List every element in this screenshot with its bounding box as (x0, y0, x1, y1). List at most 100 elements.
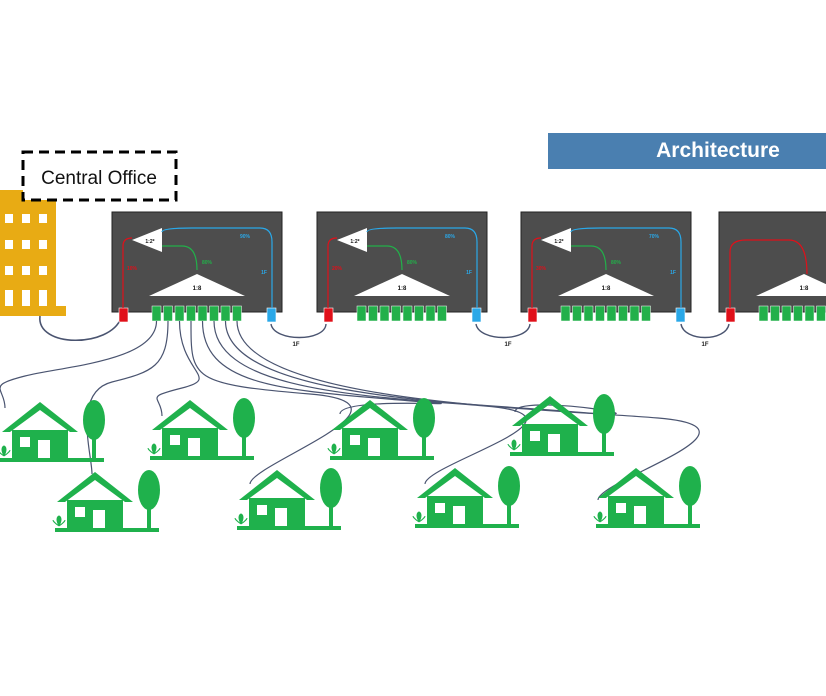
tap-ratio-label: 1:2* (145, 239, 154, 245)
tap-label: 1F (670, 270, 676, 276)
drop-port (618, 305, 628, 322)
home-icon (507, 394, 615, 456)
pass-through-port (471, 307, 482, 323)
link-fiber (680, 323, 730, 339)
tap-splitter-icon (541, 228, 571, 252)
central-office-label: Central Office (41, 168, 157, 189)
splitter-icon (354, 274, 450, 296)
drop-fiber (366, 245, 403, 271)
drop-port (379, 305, 390, 322)
splitter-icon (149, 274, 245, 296)
through-percent-label: 80% (445, 234, 456, 240)
link-label: 1F (701, 342, 708, 348)
through-percent-label: 70% (649, 234, 660, 240)
drop-ratio-label: 10% (127, 266, 138, 272)
splitter-icon (756, 274, 826, 296)
terminal-1: 1:2* 90% 1F 80% 10% 1:8 (111, 211, 283, 323)
tap-ratio-label: 1:2* (350, 239, 359, 245)
terminal-4: 1:8 (718, 211, 826, 323)
pass-through-port (266, 307, 277, 323)
drop-port (186, 305, 196, 322)
drop-port (232, 305, 242, 322)
drop-fiber (570, 245, 607, 271)
drop-cable (190, 320, 352, 485)
input-fiber (531, 237, 542, 308)
homes-group (0, 394, 701, 532)
input-fiber (122, 237, 133, 308)
banner-title: Architecture (656, 139, 780, 162)
drop-port (368, 305, 378, 322)
through-fiber (161, 227, 273, 308)
drop-port (174, 305, 185, 322)
tap-splitter-icon (337, 228, 367, 252)
drop-port (572, 305, 582, 322)
drop-percent-label: 80% (202, 260, 213, 266)
split-ratio-label: 1:8 (800, 286, 809, 292)
terminal-box (718, 211, 826, 313)
drop-ratio-label: 30% (536, 266, 547, 272)
link-label: 1F (504, 342, 511, 348)
link-fiber (270, 323, 327, 339)
drop-port (804, 305, 815, 322)
drop-port (781, 305, 792, 322)
drop-cable (0, 320, 158, 409)
link-label: 1F (292, 342, 299, 348)
tap-splitter-icon (132, 228, 162, 252)
pass-through-port (675, 307, 686, 323)
input-fiber (327, 237, 338, 308)
drop-port (402, 305, 413, 322)
drop-port (425, 305, 436, 322)
home-icon (327, 398, 435, 460)
drop-port (793, 305, 803, 322)
splitter-icon (558, 274, 654, 296)
drop-port (816, 305, 826, 322)
input-port (725, 307, 736, 323)
home-icon (0, 400, 105, 462)
drop-cable (156, 320, 200, 417)
drop-cable (201, 320, 442, 415)
drop-port (437, 305, 447, 322)
drop-port (629, 305, 640, 322)
drop-port (197, 305, 208, 322)
through-fiber (570, 227, 682, 308)
input-fiber (729, 239, 808, 308)
drop-percent-label: 80% (407, 260, 418, 266)
home-icon (593, 466, 701, 528)
drop-port (391, 305, 401, 322)
drop-fiber (161, 245, 198, 271)
drop-ratio-label: 20% (332, 266, 343, 272)
drop-port (583, 305, 594, 322)
split-ratio-label: 1:8 (602, 286, 611, 292)
input-port (118, 307, 129, 323)
split-ratio-label: 1:8 (193, 286, 202, 292)
home-icon (412, 466, 520, 528)
tap-label: 1F (261, 270, 267, 276)
home-icon (234, 468, 342, 530)
drop-percent-label: 80% (611, 260, 622, 266)
drop-port (758, 305, 769, 322)
drop-port (641, 305, 651, 322)
input-port (527, 307, 538, 323)
through-percent-label: 90% (240, 234, 251, 240)
input-port (323, 307, 334, 323)
home-icon (147, 398, 255, 460)
drop-port (220, 305, 231, 322)
drop-port (606, 305, 617, 322)
central-office-box (21, 150, 178, 202)
drop-cable (236, 320, 700, 501)
through-fiber (366, 227, 478, 308)
tap-label: 1F (466, 270, 472, 276)
link-fiber (475, 323, 531, 339)
home-icon (52, 470, 160, 532)
tap-ratio-label: 1:2* (554, 239, 563, 245)
links-group: 1F 1F 1F (270, 323, 730, 348)
drop-port (770, 305, 780, 322)
drop-port (151, 305, 162, 322)
central-office-building-icon (0, 190, 66, 316)
terminal-3: 1:2* 70% 1F 80% 30% 1:8 (520, 211, 692, 323)
drop-port (595, 305, 605, 322)
architecture-banner (548, 133, 826, 169)
terminals-group: 1:2*90%1F80%10%1:81:2*80%1F80%20%1:81:2*… (111, 211, 826, 323)
